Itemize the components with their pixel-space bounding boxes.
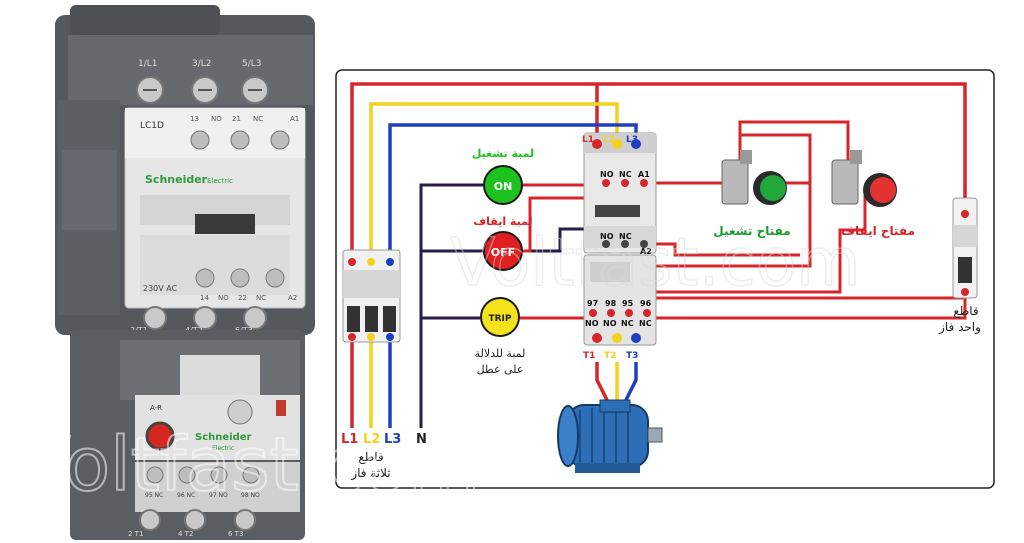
stop-switch-icon	[831, 150, 897, 207]
svg-text:NC: NC	[619, 170, 632, 179]
lamp-trip: TRIP	[480, 297, 520, 337]
svg-text:95 NC: 95 NC	[145, 492, 163, 499]
svg-text:6 T3: 6 T3	[228, 530, 243, 538]
wire-l2	[369, 102, 619, 428]
svg-text:14: 14	[200, 294, 209, 302]
reset-label: A-R	[150, 404, 162, 412]
svg-text:NO: NO	[603, 319, 617, 328]
svg-text:L1: L1	[582, 135, 594, 145]
terminal-label-3: 5/L3	[242, 59, 262, 69]
svg-text:NO: NO	[211, 115, 222, 123]
svg-text:NC: NC	[253, 115, 263, 123]
contactor-photo: 1/L1 3/L2 5/L3 LC1D 13 NO 21 NC A1 Schne…	[55, 5, 315, 335]
coil-voltage: 230V AC	[143, 284, 178, 293]
svg-text:A1: A1	[638, 170, 650, 179]
svg-text:L3: L3	[384, 432, 401, 447]
svg-text:TRIP: TRIP	[488, 314, 511, 324]
svg-text:13: 13	[190, 115, 199, 123]
svg-text:21: 21	[232, 115, 241, 123]
lamp-off: OFF	[483, 231, 523, 271]
svg-text:A2: A2	[640, 247, 652, 256]
relay-bottom-label-row: NO NO NC NC	[585, 319, 652, 328]
model-label: LC1D	[140, 121, 164, 131]
svg-text:NC: NC	[256, 294, 266, 302]
contactor-brand-sub: Electric	[207, 177, 233, 185]
contactor-aux-labels: NO NC A1 NO NC A2	[600, 170, 652, 256]
wire-l3	[388, 123, 638, 428]
relay-top-numbers: 97 98 95 96	[587, 299, 652, 308]
contactor-brand: Schneider	[145, 173, 208, 186]
svg-text:NC: NC	[619, 232, 632, 241]
relay-aux-labels: 95 NC 96 NC 97 NO 98 NO	[145, 492, 260, 499]
lamp-on: ON	[483, 165, 523, 205]
lamp-on-title: لمبة تشغيل	[472, 147, 534, 160]
svg-text:97: 97	[587, 299, 598, 308]
watermark-diagram: Voltfast.com	[450, 224, 861, 301]
wiring-diagram: L1 L2 L3 N قاطع ثلاثة فاز ON لمبة تشغيل …	[335, 69, 995, 489]
terminal-label-1: 1/L1	[138, 59, 158, 69]
svg-text:NO: NO	[600, 170, 614, 179]
terminal-label-2: 3/L2	[192, 59, 212, 69]
lamp-off-title: لمبة ايقاف	[473, 215, 532, 228]
svg-text:N: N	[416, 432, 427, 447]
svg-text:L2: L2	[363, 432, 380, 447]
wire-l1	[350, 82, 967, 428]
three-phase-breaker-label-2: ثلاثة فاز	[350, 466, 390, 481]
diagram-overload-relay	[583, 254, 657, 346]
svg-text:L3: L3	[626, 135, 638, 145]
overload-relay-photo: A-R Schneider Electric 95 NC 96 NC 97 NO…	[70, 330, 305, 540]
lamp-trip-title-2: على عطل	[477, 363, 524, 376]
svg-text:A1: A1	[290, 115, 299, 123]
three-phase-breaker-label-1: قاطع	[358, 450, 383, 464]
lamp-trip-title-1: لمبة للدلالة	[475, 347, 526, 360]
svg-text:98: 98	[605, 299, 617, 308]
diagram-contactor	[583, 132, 657, 254]
single-phase-breaker-label-1: قاطع	[953, 304, 978, 318]
three-phase-breaker	[342, 249, 401, 343]
svg-text:ON: ON	[494, 180, 513, 193]
watermark: Voltfast.com	[20, 422, 480, 508]
svg-text:98 NO: 98 NO	[241, 492, 260, 499]
svg-text:T3: T3	[626, 351, 638, 361]
svg-text:NC: NC	[639, 319, 652, 328]
svg-text:NO: NO	[218, 294, 229, 302]
svg-text:L1: L1	[341, 432, 358, 447]
svg-text:22: 22	[238, 294, 247, 302]
svg-text:T1: T1	[583, 351, 595, 361]
aux-bottom-labels: 14 NO 22 NC A2	[200, 294, 297, 302]
svg-text:A2: A2	[288, 294, 297, 302]
start-switch-icon	[721, 150, 787, 205]
svg-text:T2: T2	[604, 351, 616, 361]
svg-text:2 T1: 2 T1	[128, 530, 143, 538]
svg-text:95: 95	[622, 299, 634, 308]
aux-top-labels: 13 NO 21 NC A1	[190, 115, 299, 123]
svg-text:96: 96	[640, 299, 652, 308]
contactor-top-labels: L1 L2 L3	[582, 135, 638, 145]
svg-text:NC: NC	[621, 319, 634, 328]
svg-text:NO: NO	[585, 319, 599, 328]
relay-bottom-labels: 2 T1 4 T2 6 T3	[128, 530, 243, 538]
supply-labels: L1 L2 L3 N	[341, 432, 427, 447]
start-switch-label: مفتاح تشغيل	[713, 224, 790, 238]
svg-text:4 T2: 4 T2	[178, 530, 193, 538]
motor-terminal-labels: T1 T2 T3	[583, 351, 638, 361]
single-phase-breaker-label-2: واحد فاز	[938, 320, 981, 335]
reset-button	[145, 421, 175, 451]
svg-text:L2: L2	[603, 135, 615, 145]
motor-leads	[595, 362, 638, 405]
svg-text:97 NO: 97 NO	[209, 492, 228, 499]
svg-text:NO: NO	[600, 232, 614, 241]
relay-brand: Schneider	[195, 432, 252, 443]
stop-switch-label: مفتاح ايقاف	[841, 224, 915, 238]
motor-icon	[557, 399, 663, 473]
relay-brand-sub: Electric	[212, 445, 234, 452]
svg-text:OFF: OFF	[491, 246, 515, 259]
single-phase-breaker	[952, 197, 978, 299]
svg-text:96 NC: 96 NC	[177, 492, 195, 499]
top-terminal-screws	[136, 76, 269, 104]
